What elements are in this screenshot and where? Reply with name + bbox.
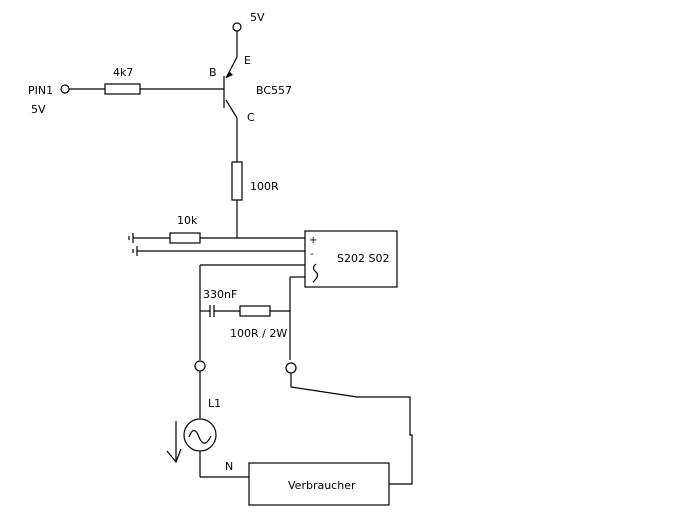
ac-wave-icon <box>188 429 212 444</box>
resistor-10k-label: 10k <box>177 214 198 227</box>
emitter-label: E <box>244 54 251 67</box>
wire-right-loop <box>290 373 413 485</box>
resistor-4k7 <box>104 83 141 95</box>
ac-source <box>183 418 217 452</box>
wire-emitter-diag <box>225 56 238 79</box>
pin1-voltage-label: 5V <box>31 103 46 116</box>
capacitor-label: 330nF <box>203 288 237 301</box>
terminal-right <box>285 362 297 374</box>
resistor-4k7-label: 4k7 <box>113 66 133 79</box>
relay-plus-label: + <box>309 235 317 246</box>
transistor-label: BC557 <box>256 84 292 97</box>
load-box <box>248 462 390 506</box>
neutral-label: N <box>225 460 233 473</box>
pin1-label: PIN1 <box>28 84 53 97</box>
relay-label: S202 S02 <box>337 252 389 265</box>
resistor-100r <box>231 161 243 201</box>
wire-collector-diag <box>225 99 238 119</box>
pin1-terminal <box>60 84 70 94</box>
vcc-label: 5V <box>250 11 265 24</box>
l1-label: L1 <box>208 397 221 410</box>
resistor-10k <box>169 232 201 244</box>
load-label: Verbraucher <box>288 479 356 492</box>
base-label: B <box>209 66 217 79</box>
resistor-100r-2w <box>239 305 271 317</box>
relay-box <box>304 230 398 288</box>
collector-label: C <box>247 111 255 124</box>
resistor-100r-2w-label: 100R / 2W <box>230 327 287 340</box>
terminal-left <box>194 360 206 372</box>
resistor-100r-label: 100R <box>250 180 279 193</box>
relay-switch-symbol <box>312 263 319 283</box>
vcc-terminal <box>232 22 242 32</box>
relay-minus-label: - <box>310 249 314 260</box>
emitter-arrow <box>226 72 233 78</box>
arrow-down-icon <box>166 448 182 464</box>
